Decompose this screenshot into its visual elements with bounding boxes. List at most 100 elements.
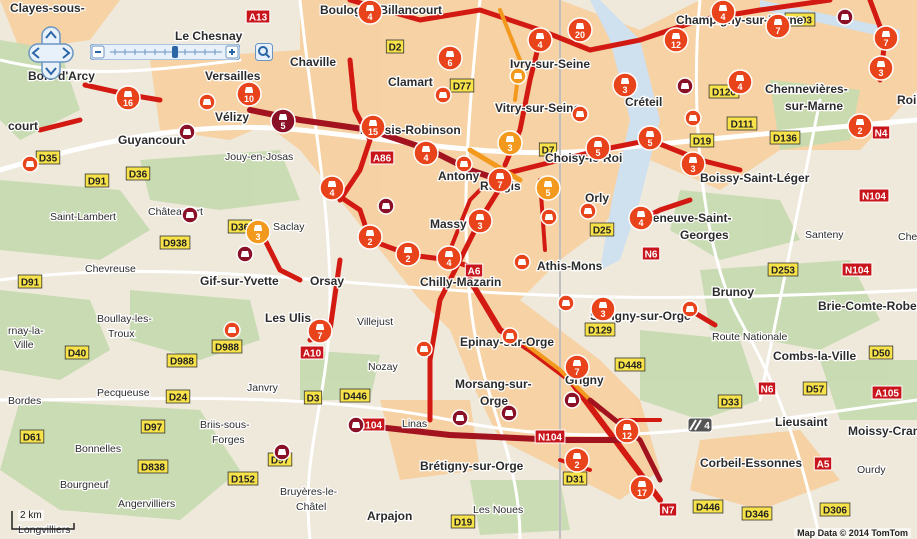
incident-cluster[interactable]: 7	[307, 318, 333, 344]
incident-cluster[interactable]: 12	[614, 418, 640, 444]
pan-up-icon[interactable]	[45, 30, 57, 39]
incident-cluster[interactable]: 4	[436, 245, 462, 271]
car-icon	[279, 114, 287, 120]
incident-cluster[interactable]: 3	[868, 55, 894, 81]
incident-cluster[interactable]: 17	[629, 475, 655, 501]
road-label: D988	[211, 339, 243, 354]
incident-marker[interactable]	[181, 206, 199, 224]
incident-cluster[interactable]: 4	[319, 175, 345, 201]
place-label: Le Chesnay	[175, 29, 243, 43]
incident-cluster[interactable]: 4	[727, 69, 753, 95]
incident-cluster[interactable]: 3	[245, 219, 271, 245]
incident-cluster[interactable]: 16	[115, 85, 141, 111]
car-icon	[623, 424, 631, 430]
incident-marker[interactable]	[513, 253, 531, 271]
incident-marker[interactable]	[223, 321, 241, 339]
incident-cluster[interactable]: 5	[585, 135, 611, 161]
road-label: N6	[757, 381, 777, 396]
incident-marker[interactable]	[579, 202, 597, 220]
place-label: Forges	[212, 434, 245, 446]
place-label: Bruyères-le-	[280, 486, 338, 498]
road-label-text: D136	[773, 134, 797, 145]
car-icon	[278, 449, 286, 455]
incident-marker[interactable]	[684, 109, 702, 127]
pan-right-icon[interactable]	[62, 47, 71, 59]
incident-marker[interactable]	[21, 155, 39, 173]
road-label: D19	[450, 514, 476, 529]
pan-control[interactable]	[28, 26, 74, 80]
incident-cluster[interactable]: 2	[395, 241, 421, 267]
road-label: D25	[589, 222, 615, 237]
incident-cluster[interactable]: 2	[847, 113, 873, 139]
incident-cluster[interactable]: 4	[628, 205, 654, 231]
pan-down-icon[interactable]	[45, 67, 57, 76]
incident-marker[interactable]	[377, 197, 395, 215]
zoom-in-button[interactable]	[225, 45, 239, 59]
incident-marker[interactable]	[198, 93, 216, 111]
incident-marker[interactable]	[415, 340, 433, 358]
place-label: Orly	[585, 191, 609, 205]
incident-cluster[interactable]: 4	[527, 27, 553, 53]
incident-marker[interactable]	[540, 208, 558, 226]
incident-cluster[interactable]: 7	[765, 13, 791, 39]
road-label-text: D19	[693, 137, 712, 148]
incident-marker[interactable]	[836, 8, 854, 26]
pan-left-icon[interactable]	[31, 47, 40, 59]
incident-cluster[interactable]: 4	[710, 0, 736, 25]
incident-marker[interactable]	[455, 155, 473, 173]
place-label: Santeny	[805, 229, 844, 241]
incident-cluster[interactable]: 5	[270, 108, 296, 134]
place-label: Combs-la-Ville	[773, 349, 856, 363]
incident-marker[interactable]	[501, 327, 519, 345]
incident-marker[interactable]	[681, 300, 699, 318]
incident-marker[interactable]	[500, 404, 518, 422]
incident-marker[interactable]	[273, 443, 291, 461]
incident-cluster[interactable]: 4	[413, 140, 439, 166]
cluster-count: 3	[507, 143, 512, 153]
cluster-count: 4	[720, 12, 725, 22]
incident-cluster[interactable]: 2	[564, 447, 590, 473]
incident-marker[interactable]	[509, 67, 527, 85]
incident-marker[interactable]	[571, 105, 589, 123]
place-label: Villeneuve-Saint-	[635, 211, 731, 225]
incident-marker[interactable]	[563, 391, 581, 409]
incident-marker[interactable]	[676, 77, 694, 95]
incident-marker[interactable]	[451, 409, 469, 427]
incident-cluster[interactable]: 7	[487, 167, 513, 193]
incident-cluster[interactable]: 5	[637, 125, 663, 151]
incident-cluster[interactable]: 10	[236, 81, 262, 107]
incident-cluster[interactable]: 3	[612, 72, 638, 98]
incident-cluster[interactable]: 3	[467, 208, 493, 234]
zoom-out-button[interactable]	[91, 45, 105, 59]
car-icon	[545, 214, 553, 220]
incident-cluster[interactable]: 3	[590, 296, 616, 322]
incident-marker[interactable]	[557, 294, 575, 312]
roadwork-marker[interactable]: 4	[687, 417, 713, 433]
zoom-slider[interactable]	[90, 44, 240, 60]
incident-cluster[interactable]: 3	[497, 130, 523, 156]
place-label: Clayes-sous-	[10, 1, 85, 15]
incident-cluster[interactable]: 7	[873, 25, 899, 51]
place-label: Saclay	[273, 221, 305, 233]
incident-cluster[interactable]: 2	[357, 224, 383, 250]
incident-cluster[interactable]: 20	[567, 17, 593, 43]
place-label: Châtel	[296, 501, 326, 513]
incident-marker[interactable]	[347, 416, 365, 434]
incident-cluster[interactable]: 3	[680, 151, 706, 177]
map-credit: Map Data © 2014 TomTom	[794, 528, 911, 538]
incident-cluster[interactable]: 15	[360, 114, 386, 140]
incident-cluster[interactable]: 12	[663, 27, 689, 53]
incident-cluster[interactable]: 4	[357, 0, 383, 25]
incident-marker[interactable]	[236, 245, 254, 263]
incident-marker[interactable]	[434, 86, 452, 104]
search-icon[interactable]	[255, 43, 273, 61]
zoom-handle[interactable]	[172, 46, 178, 58]
incident-cluster[interactable]: 5	[535, 175, 561, 201]
place-label: Janvry	[247, 382, 279, 394]
incident-cluster[interactable]: 6	[437, 45, 463, 71]
scale-label: 2 km	[18, 510, 44, 521]
incident-cluster[interactable]: 7	[564, 354, 590, 380]
road-label: D36	[125, 166, 151, 181]
incident-marker[interactable]	[178, 123, 196, 141]
